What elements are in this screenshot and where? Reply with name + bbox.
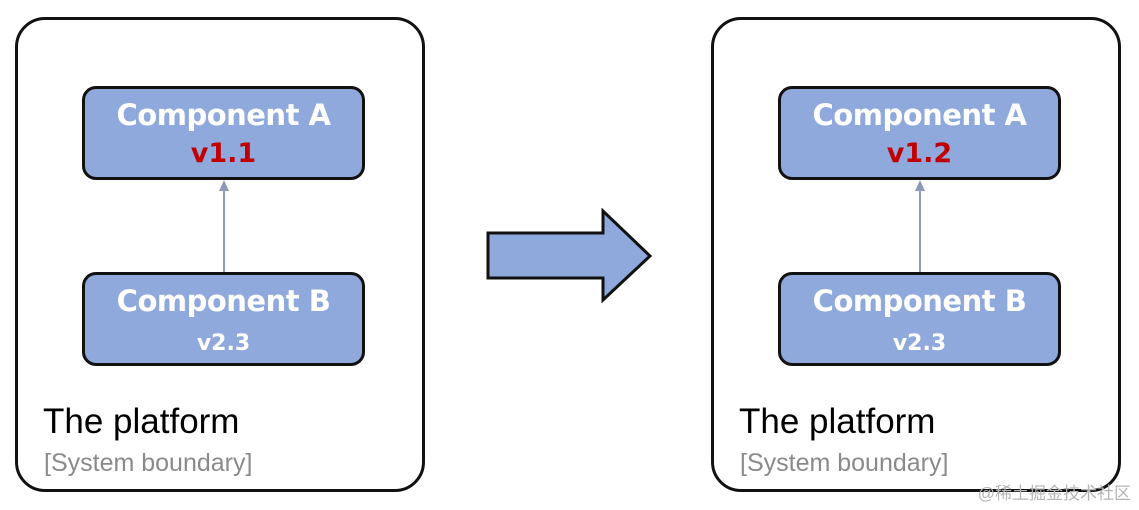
component-a-version: v1.1: [190, 138, 257, 169]
platform-title: The platform: [43, 402, 240, 441]
transition-arrow-icon: [486, 208, 653, 303]
platform-boundary-right: Component A v1.2 Component B v2.3 The pl…: [711, 17, 1121, 492]
component-a-box: Component A v1.2: [778, 86, 1061, 180]
component-b-name: Component B: [116, 284, 331, 318]
system-boundary-label: [System boundary]: [44, 449, 253, 477]
platform-title: The platform: [739, 402, 936, 441]
component-b-name: Component B: [812, 284, 1027, 318]
system-boundary-label: [System boundary]: [740, 449, 949, 477]
component-a-version: v1.2: [886, 138, 953, 169]
dependency-arrow-icon: [915, 180, 925, 274]
component-b-version: v2.3: [196, 331, 251, 356]
component-a-box: Component A v1.1: [82, 86, 365, 180]
component-b-box: Component B v2.3: [82, 272, 365, 366]
dependency-arrow-icon: [219, 180, 229, 274]
component-b-box: Component B v2.3: [778, 272, 1061, 366]
platform-boundary-left: Component A v1.1 Component B v2.3 The pl…: [15, 17, 425, 492]
component-a-name: Component A: [116, 98, 331, 132]
watermark: @稀土掘金技术社区: [977, 484, 1131, 503]
component-a-name: Component A: [812, 98, 1027, 132]
component-b-version: v2.3: [892, 331, 947, 356]
